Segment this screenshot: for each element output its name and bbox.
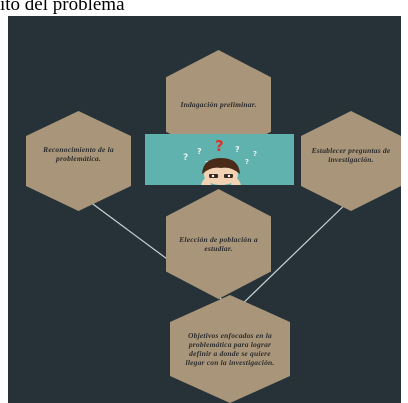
question-mark-red: ? bbox=[215, 137, 224, 155]
confused-person-illustration: ? ? ? ? ? ? ? bbox=[145, 134, 294, 185]
question-mark-1: ? bbox=[183, 153, 188, 163]
node-left-label: Reconocimiento de la problemática. bbox=[43, 145, 114, 163]
node-top-label: Indagación preliminar. bbox=[180, 100, 257, 109]
question-mark-5: ? bbox=[245, 158, 249, 166]
connector-right-to-bottom bbox=[235, 195, 355, 311]
confused-person-icon: ? ? ? ? ? ? ? bbox=[183, 137, 257, 185]
node-right-label: Establecer preguntas de investigación. bbox=[311, 146, 391, 164]
page-caption: ito del problema bbox=[0, 0, 125, 15]
diagram-panel: Indagación preliminar. Reconocimiento de… bbox=[8, 16, 401, 403]
node-bottom-label: Objetivos enfocados en la problemática p… bbox=[185, 331, 275, 367]
node-middle-label: Elección de población a estudiar. bbox=[179, 235, 258, 253]
question-mark-6: ? bbox=[253, 150, 257, 158]
question-mark-2: ? bbox=[197, 147, 202, 156]
node-bottom: Objetivos enfocados en la problemática p… bbox=[170, 295, 290, 403]
question-mark-4: ? bbox=[235, 145, 240, 154]
